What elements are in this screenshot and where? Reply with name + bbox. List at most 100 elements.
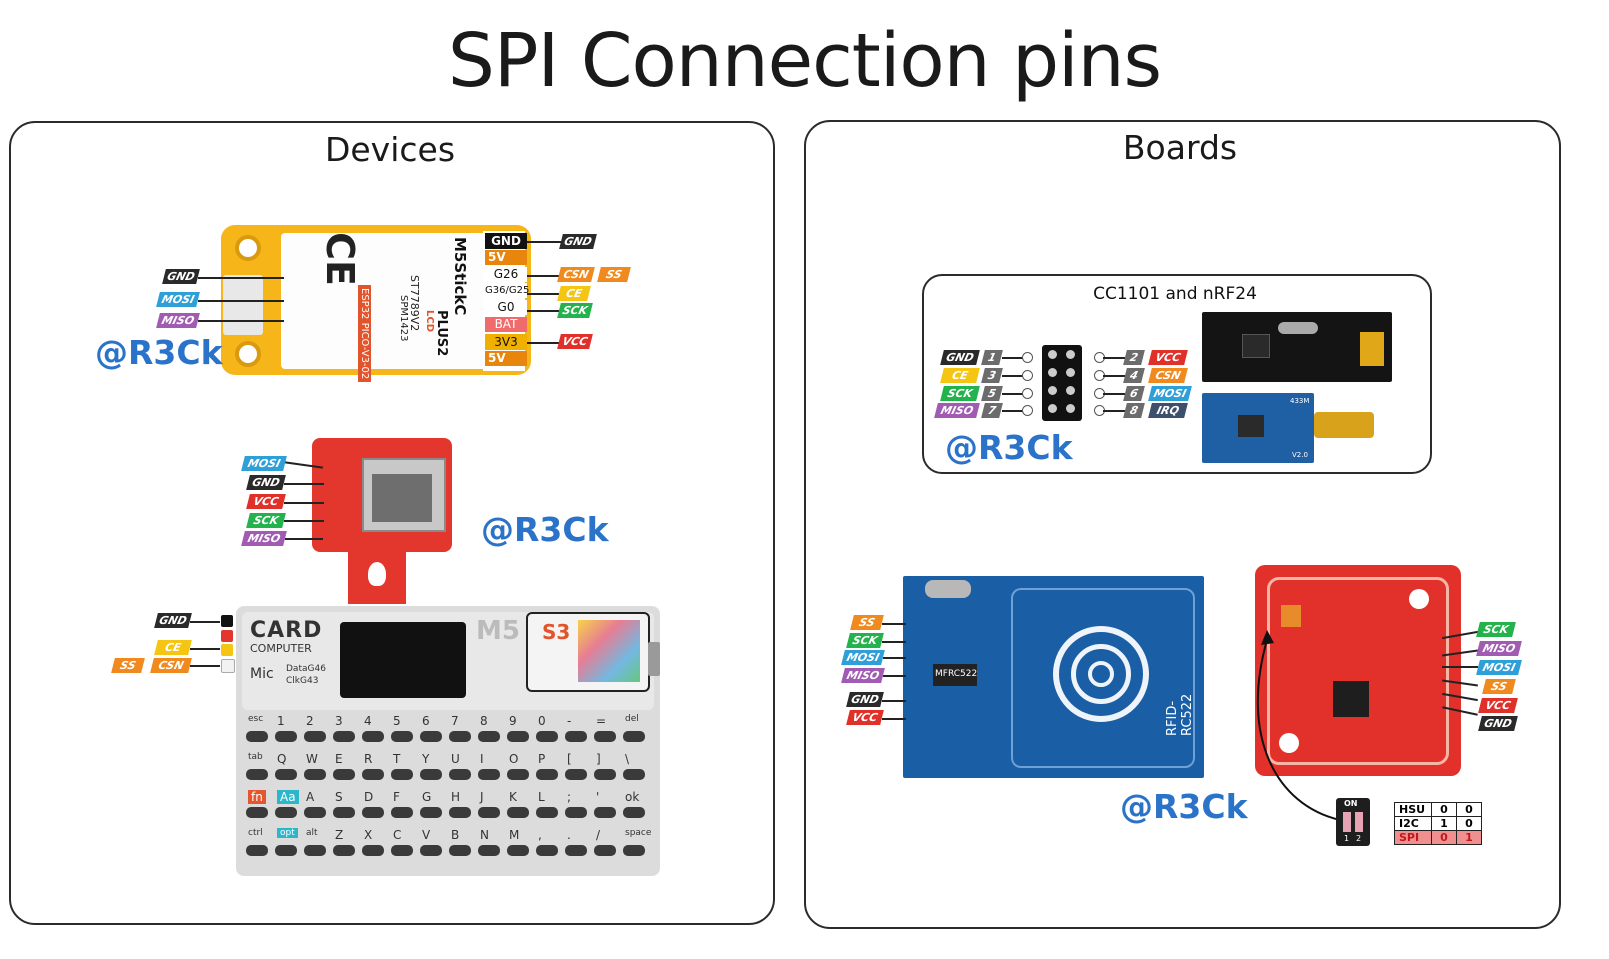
keyboard-key-label[interactable]: fn: [248, 790, 266, 804]
keyboard-key-label[interactable]: esc: [248, 714, 264, 724]
keyboard-key[interactable]: [507, 769, 529, 780]
keyboard-key[interactable]: [333, 769, 355, 780]
keyboard-key-label[interactable]: ctrl: [248, 828, 263, 838]
keyboard-key-label[interactable]: 1: [277, 714, 285, 728]
keyboard-key-label[interactable]: -: [567, 714, 572, 728]
keyboard-key[interactable]: [391, 807, 413, 818]
keyboard-key-label[interactable]: 3: [335, 714, 343, 728]
keyboard-key-label[interactable]: X: [364, 828, 373, 842]
keyboard-key[interactable]: [507, 731, 529, 742]
keyboard-key[interactable]: [449, 807, 471, 818]
keyboard-key[interactable]: [594, 769, 616, 780]
keyboard-key-label[interactable]: U: [451, 752, 460, 766]
keyboard-key-label[interactable]: ok: [625, 790, 640, 804]
keyboard-key-label[interactable]: [: [567, 752, 572, 766]
keyboard-key-label[interactable]: 0: [538, 714, 546, 728]
keyboard-key-label[interactable]: N: [480, 828, 489, 842]
keyboard-key[interactable]: [623, 731, 645, 742]
keyboard-key-label[interactable]: S: [335, 790, 343, 804]
keyboard-key-label[interactable]: E: [335, 752, 343, 766]
keyboard-key-label[interactable]: K: [509, 790, 517, 804]
keyboard-key[interactable]: [623, 845, 645, 856]
keyboard-key[interactable]: [391, 769, 413, 780]
keyboard-key-label[interactable]: opt: [277, 828, 298, 838]
keyboard-key[interactable]: [536, 807, 558, 818]
keyboard-key-label[interactable]: J: [480, 790, 484, 804]
keyboard-key-label[interactable]: 8: [480, 714, 488, 728]
keyboard-key-label[interactable]: ;: [567, 790, 572, 804]
keyboard-key-label[interactable]: W: [306, 752, 318, 766]
keyboard-key[interactable]: [362, 807, 384, 818]
keyboard-key[interactable]: [304, 845, 326, 856]
keyboard-key[interactable]: [391, 845, 413, 856]
keyboard-key-label[interactable]: P: [538, 752, 546, 766]
keyboard-key[interactable]: [594, 807, 616, 818]
keyboard-key[interactable]: [623, 769, 645, 780]
keyboard-key[interactable]: [304, 731, 326, 742]
keyboard-key[interactable]: [333, 731, 355, 742]
keyboard-key[interactable]: [536, 845, 558, 856]
keyboard-key-label[interactable]: A: [306, 790, 315, 804]
keyboard-key-label[interactable]: L: [538, 790, 545, 804]
keyboard-key[interactable]: [623, 807, 645, 818]
keyboard-key[interactable]: [594, 731, 616, 742]
keyboard-key-label[interactable]: 9: [509, 714, 517, 728]
keyboard-key[interactable]: [275, 807, 297, 818]
keyboard-key-label[interactable]: I: [480, 752, 484, 766]
keyboard-key[interactable]: [594, 845, 616, 856]
keyboard-key[interactable]: [246, 807, 268, 818]
keyboard-key-label[interactable]: 2: [306, 714, 314, 728]
keyboard-key[interactable]: [478, 845, 500, 856]
keyboard-key[interactable]: [507, 845, 529, 856]
keyboard-key-label[interactable]: H: [451, 790, 461, 804]
keyboard-key[interactable]: [362, 731, 384, 742]
keyboard-key-label[interactable]: T: [393, 752, 401, 766]
keyboard-key-label[interactable]: /: [596, 828, 601, 842]
keyboard-key-label[interactable]: alt: [306, 828, 318, 838]
keyboard-key[interactable]: [304, 769, 326, 780]
keyboard-key[interactable]: [275, 845, 297, 856]
keyboard-key[interactable]: [565, 731, 587, 742]
keyboard-key-label[interactable]: .: [567, 828, 571, 842]
keyboard-key[interactable]: [449, 769, 471, 780]
keyboard-key-label[interactable]: M: [509, 828, 520, 842]
keyboard-key[interactable]: [536, 731, 558, 742]
keyboard-key[interactable]: [449, 731, 471, 742]
keyboard-key[interactable]: [362, 845, 384, 856]
keyboard-key[interactable]: [449, 845, 471, 856]
keyboard-key-label[interactable]: Q: [277, 752, 287, 766]
keyboard-key-label[interactable]: C: [393, 828, 402, 842]
keyboard-key-label[interactable]: O: [509, 752, 519, 766]
keyboard-key-label[interactable]: 5: [393, 714, 401, 728]
keyboard-key[interactable]: [420, 807, 442, 818]
keyboard-key[interactable]: [333, 807, 355, 818]
keyboard-key-label[interactable]: 7: [451, 714, 459, 728]
keyboard-key[interactable]: [275, 731, 297, 742]
keyboard-key[interactable]: [478, 731, 500, 742]
keyboard-key[interactable]: [362, 769, 384, 780]
keyboard-key-label[interactable]: G: [422, 790, 432, 804]
keyboard-key-label[interactable]: R: [364, 752, 373, 766]
keyboard-key[interactable]: [478, 807, 500, 818]
keyboard-key-label[interactable]: ,: [538, 828, 542, 842]
keyboard-key-label[interactable]: F: [393, 790, 400, 804]
keyboard-key-label[interactable]: ]: [596, 752, 601, 766]
keyboard-key-label[interactable]: Y: [422, 752, 430, 766]
keyboard-key[interactable]: [333, 845, 355, 856]
keyboard-key[interactable]: [420, 769, 442, 780]
keyboard-key[interactable]: [420, 731, 442, 742]
keyboard-key[interactable]: [565, 769, 587, 780]
keyboard-key-label[interactable]: Z: [335, 828, 344, 842]
keyboard-key[interactable]: [478, 769, 500, 780]
keyboard-key-label[interactable]: Aa: [277, 790, 299, 804]
keyboard-key[interactable]: [246, 731, 268, 742]
keyboard-key[interactable]: [391, 731, 413, 742]
keyboard-key[interactable]: [507, 807, 529, 818]
keyboard-key-label[interactable]: space: [625, 828, 652, 838]
keyboard-key-label[interactable]: tab: [248, 752, 263, 762]
keyboard-key-label[interactable]: =: [596, 714, 607, 728]
keyboard-key[interactable]: [304, 807, 326, 818]
keyboard-key[interactable]: [246, 769, 268, 780]
keyboard-key[interactable]: [565, 845, 587, 856]
keyboard-key[interactable]: [565, 807, 587, 818]
